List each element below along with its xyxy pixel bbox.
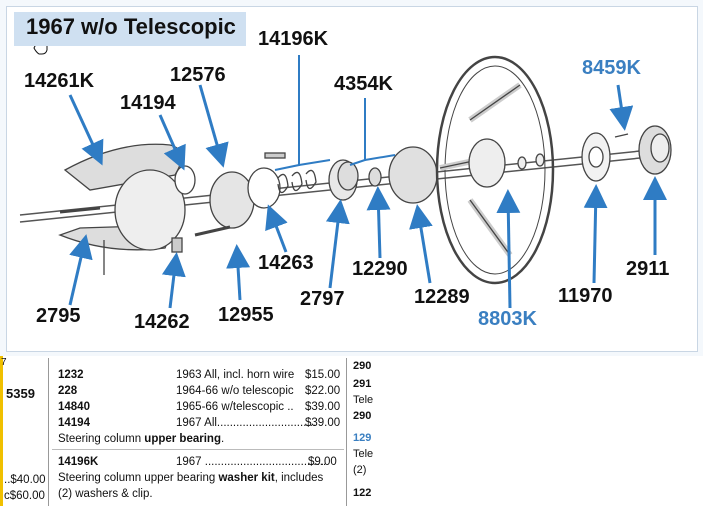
part-description: 1967 All...............................: [176, 417, 316, 429]
part-price: $9.00: [308, 456, 337, 468]
parts-diagram: 1967 w/o Telescopic 14196K 14261K 12576 …: [0, 0, 703, 356]
callout-12289: 12289: [414, 286, 470, 308]
diagram-title: 1967 w/o Telescopic: [26, 14, 236, 39]
callout-14196k: 14196K: [258, 28, 329, 50]
washer-note-suffix: , includes: [274, 472, 324, 484]
steering-column-art: [19, 55, 672, 285]
part-description: 1963 All, incl. horn wire: [176, 369, 295, 381]
left-partial-price-1: ..$40.00: [4, 474, 46, 486]
right-partial-text: 122: [353, 487, 372, 499]
left-partial-price-2: c$60.00: [4, 490, 45, 502]
right-partial-text: 290: [353, 360, 372, 372]
bearing-note: Steering column upper bearing.: [58, 433, 224, 445]
right-partial-text: Tele: [353, 394, 374, 406]
right-partial-text: 129: [353, 432, 372, 444]
washer-note-bold: washer kit: [218, 472, 275, 484]
left-partial-mark: 7: [1, 357, 7, 368]
washer-note-line-2: (2) washers & clip.: [58, 488, 153, 500]
part-price: $39.00: [305, 417, 341, 429]
right-partial-text: 290: [353, 410, 372, 422]
bearing-note-bold: upper bearing: [144, 433, 221, 445]
bearing-note-suffix: .: [220, 433, 225, 445]
column-divider-left: [48, 358, 49, 506]
part-description: 1964-66 w/o telescopic: [176, 385, 294, 397]
part-number: 228: [58, 385, 78, 397]
exploded-view-illustration: [19, 36, 672, 309]
callout-2795: 2795: [36, 305, 81, 327]
part-price: $22.00: [305, 385, 341, 397]
bearing-note-prefix: Steering column: [58, 433, 145, 445]
callout-14194: 14194: [120, 92, 176, 114]
part-number: 14196K: [58, 456, 99, 468]
callout-12955: 12955: [218, 304, 274, 326]
callout-arrows: [68, 84, 667, 309]
washer-note: Steering column upper bearing washer kit…: [58, 472, 323, 484]
callout-11970: 11970: [558, 285, 613, 307]
part-number: 14194: [58, 417, 90, 429]
part-description: 1967 ...................................…: [176, 456, 327, 468]
right-partial-text: (2): [353, 464, 367, 476]
part-number: 1232: [58, 369, 84, 381]
part-price: $39.00: [305, 401, 341, 413]
left-partial-code: 5359: [6, 386, 35, 401]
callout-2911: 2911: [626, 258, 670, 280]
diagram-title-box: [14, 12, 246, 46]
callout-4354k: 4354K: [334, 73, 393, 95]
washer-note-prefix: Steering column upper bearing: [58, 472, 219, 484]
right-partial-text: 291: [353, 378, 372, 390]
callout-12576: 12576: [170, 64, 226, 86]
part-description: 1965-66 w/telescopic ..: [176, 401, 294, 413]
callout-14262: 14262: [134, 311, 190, 333]
callout-14263: 14263: [258, 252, 314, 274]
callout-12290: 12290: [352, 258, 408, 280]
page-edge-accent: [0, 356, 3, 506]
row-divider: [52, 449, 344, 450]
callout-brackets: [274, 55, 396, 171]
callout-2797: 2797: [300, 288, 345, 310]
callout-14261k: 14261K: [24, 70, 95, 92]
callout-8803k: 8803K: [478, 308, 537, 330]
part-price: $15.00: [305, 369, 341, 381]
right-partial-text: Tele: [353, 448, 374, 460]
column-divider-right: [346, 358, 347, 506]
part-number: 14840: [58, 401, 90, 413]
callout-8459k: 8459K: [582, 57, 641, 79]
